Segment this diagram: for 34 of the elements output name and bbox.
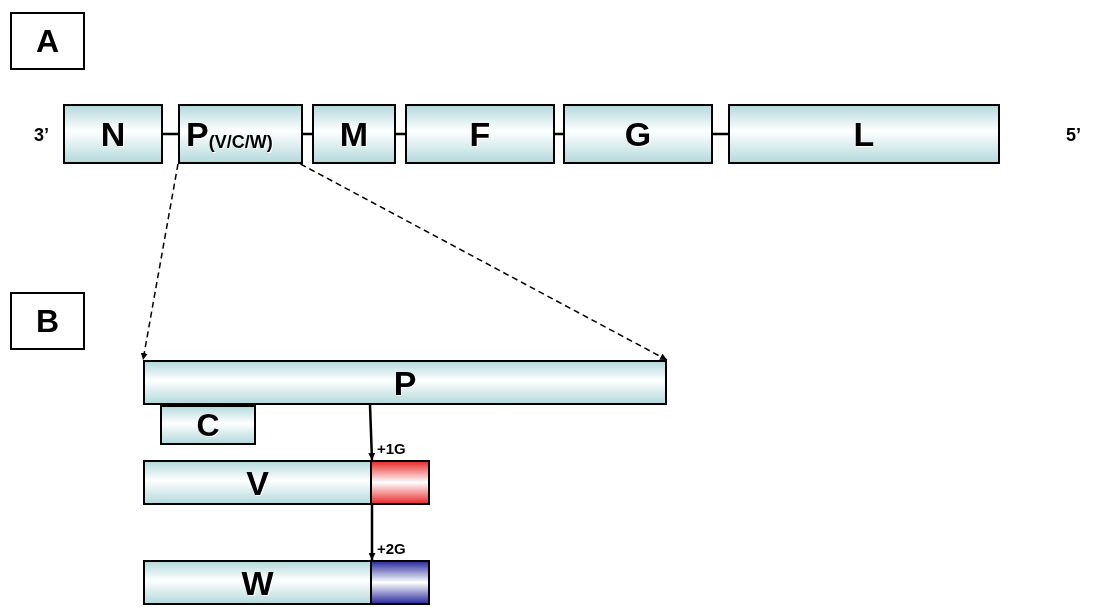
panel-tag (10, 12, 85, 70)
gene-label: M (339, 117, 369, 151)
gene-label: P$_{(V/C/W)}$ (186, 117, 273, 151)
frameshift-segment (370, 460, 430, 505)
gene-label: L (853, 117, 875, 151)
gene-label: W (241, 565, 274, 600)
edge-label: +1G (376, 441, 407, 456)
gene-box (405, 104, 555, 164)
gene-label: P (393, 365, 417, 400)
frameshift-segment (370, 560, 430, 605)
gene-box (143, 460, 372, 505)
gene-label: V (246, 465, 269, 500)
gene-label: C (196, 409, 220, 441)
gene-box (563, 104, 713, 164)
arrow (368, 404, 376, 461)
gene-box (143, 360, 667, 405)
gene-label: F (469, 117, 491, 151)
arrow (299, 163, 668, 361)
gene-box (143, 560, 372, 605)
edge-label: +2G (376, 541, 407, 556)
gene-box (312, 104, 396, 164)
gene-label: A (35, 25, 60, 57)
gene-label: N (100, 117, 126, 151)
panel-tag (10, 292, 85, 350)
gene-label: G (624, 117, 652, 151)
arrow (140, 163, 179, 361)
gene-label: B (35, 305, 60, 337)
strand-end-label: 3’ (34, 126, 49, 144)
gene-box (63, 104, 163, 164)
gene-box (178, 104, 303, 164)
gene-box (160, 405, 256, 445)
strand-end-label: 5’ (1066, 126, 1081, 144)
arrow (368, 505, 376, 560)
gene-box (728, 104, 1000, 164)
